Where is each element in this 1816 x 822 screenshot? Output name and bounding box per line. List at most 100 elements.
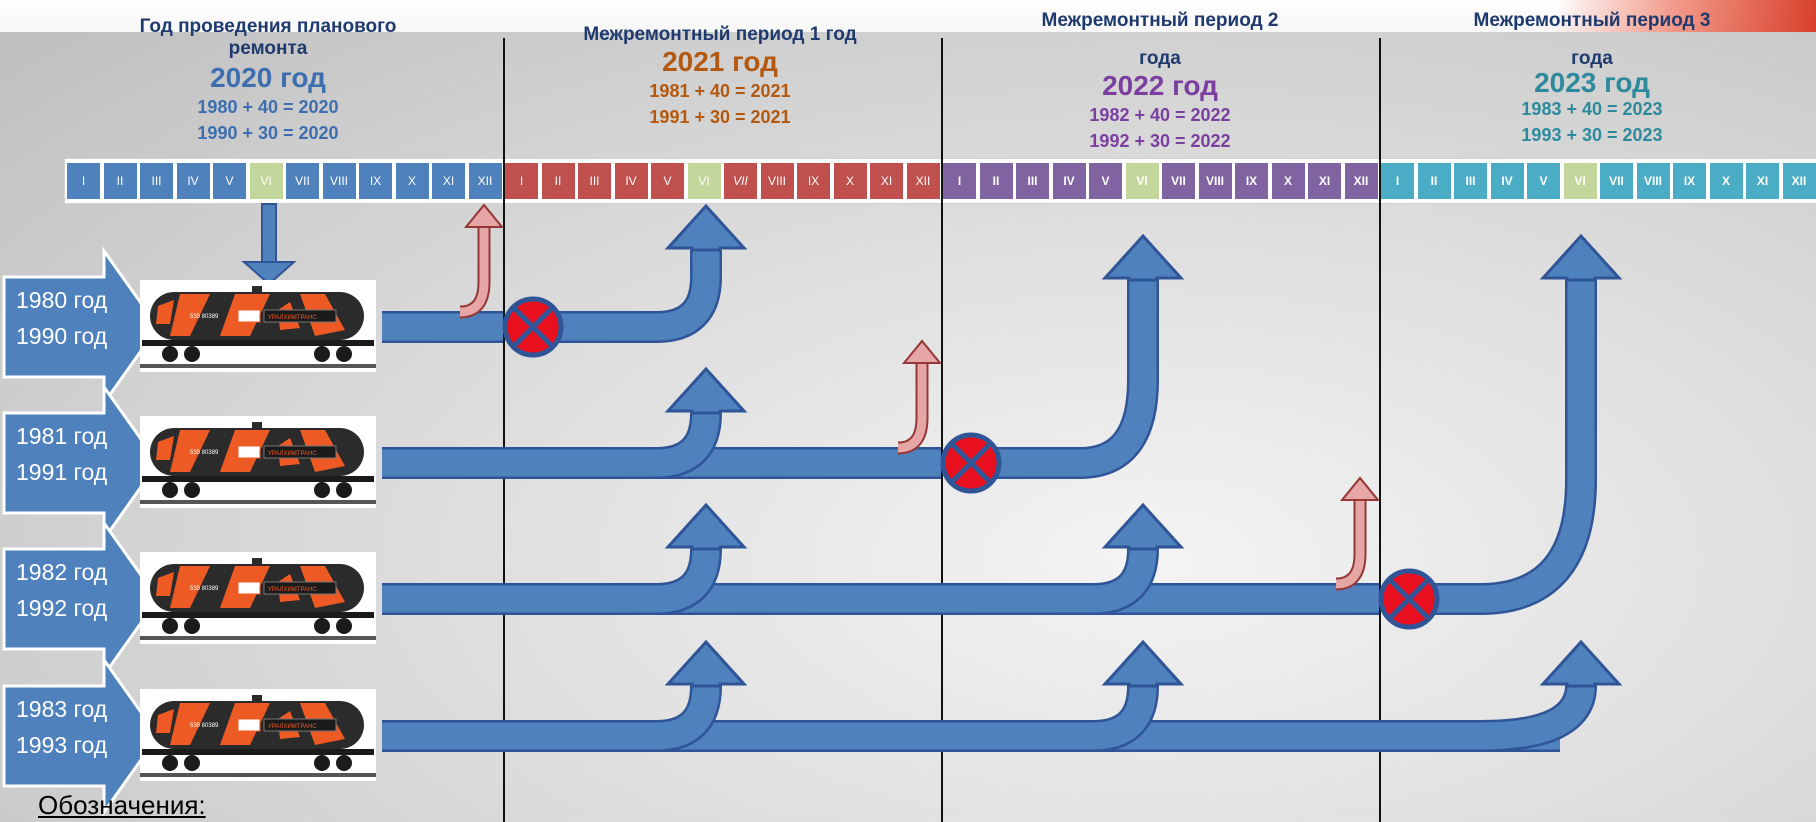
flow-pipe [600,399,720,477]
month-cell: X [1271,163,1305,199]
tank-brand: УРАЛХИМТРАНС [268,587,317,593]
header-formula-2: 1990 + 30 = 2020 [197,123,339,143]
row-arrow [2,246,160,408]
month-cell: IV [1490,163,1524,199]
month-cell: VII [724,163,757,199]
header-year: 2022 год [1102,70,1218,101]
flow-pipe [600,672,720,750]
month-cell: IV [1052,163,1086,199]
header-formula-1: 1982 + 40 = 2022 [1089,105,1231,125]
row-year-2: 1993 год [16,732,108,758]
month-cell: VII [1162,163,1195,199]
month-cell: V [1089,163,1122,199]
month-cell: X [833,163,867,199]
month-cell: X [1709,163,1743,199]
legend-title: Обозначения: [38,790,206,820]
header-2023: Межремонтный период 3 года 2023 год 1983… [1432,10,1752,148]
header-year: 2021 год [662,46,778,77]
month-cell: III [1016,163,1049,199]
month-cell: XII [906,163,940,199]
header-formula-1: 1981 + 40 = 2021 [649,81,791,101]
month-cell: IX [797,163,830,199]
month-cell: X [395,163,429,199]
month-cell: I [1381,163,1414,199]
month-cell: VIII [1636,163,1670,199]
arrow-head [664,502,748,551]
flow-pipe [1479,672,1595,750]
corner-decoration [1556,0,1816,32]
header-title-2: года [1571,48,1613,69]
month-cell: IX [359,163,392,199]
pink-arrow-head [901,339,943,364]
header-title: Межремонтный период 3 [1473,10,1711,31]
tank-brand: УРАЛХИМТРАНС [268,315,317,321]
row-year-1: 1980 год [16,287,108,313]
month-cell: XII [468,163,502,199]
flow-pipe [1409,275,1595,613]
month-cell: II [979,163,1013,199]
header-formula-1: 1983 + 40 = 2023 [1521,99,1663,119]
month-cell: II [103,163,137,199]
month-cell: I [943,163,976,199]
tank-car-image: 539 80389 УРАЛХИМТРАНС [140,416,376,508]
month-cell: VII [1600,163,1633,199]
tank-brand: УРАЛХИМТРАНС [268,724,317,730]
month-cell: VIII [760,163,794,199]
header-2021: Межремонтный период 1 год 2021 год 1981 … [580,24,860,130]
stop-mark-icon [1381,571,1437,627]
month-cell: XI [870,163,903,199]
month-cell: III [578,163,611,199]
flow-pipe [1040,672,1157,750]
month-cell: II [541,163,575,199]
arrow-head [1101,233,1185,282]
month-cell: VI [1125,163,1159,199]
row-year-2: 1991 год [16,459,108,485]
tank-brand: УРАЛХИМТРАНС [268,451,317,457]
header-title-2: года [1139,48,1181,69]
row-year-1: 1981 год [16,423,108,449]
pink-arrow [897,361,927,453]
month-cell: XII [1344,163,1378,199]
arrow-head [664,639,748,688]
header-formula-2: 1992 + 30 = 2022 [1089,131,1231,151]
month-cell: IV [176,163,210,199]
top-band [0,0,1816,32]
header-formula-1: 1980 + 40 = 2020 [197,97,339,117]
period-divider [503,38,505,822]
month-cell: VI [687,163,721,199]
row-year-1: 1982 год [16,559,108,585]
row-arrow [2,518,160,680]
arrow-head [1101,502,1185,551]
pink-arrow [1335,498,1365,589]
tank-number: 539 80389 [190,450,219,456]
row-year-2: 1992 год [16,595,108,621]
pink-arrow-head [1339,476,1381,501]
month-cell: XI [1746,163,1779,199]
header-2022: Межремонтный период 2 года 2022 год 1982… [1000,10,1320,154]
stop-mark-icon [943,435,999,491]
arrow-head [1101,639,1185,688]
header-2020: Год проведения планового ремонта 2020 го… [108,16,428,146]
header-formula-2: 1993 + 30 = 2023 [1521,125,1663,145]
header-title: Межремонтный период 2 [1041,10,1279,31]
month-cell: II [1417,163,1451,199]
arrow-head [1539,639,1623,688]
arrow-head [664,366,748,415]
month-cell: VII [286,163,319,199]
header-formula-2: 1991 + 30 = 2021 [649,107,791,127]
header-year: 2020 год [210,62,326,93]
flow-pipe [1040,535,1157,613]
month-cell: IV [614,163,648,199]
month-cell: VI [249,163,283,199]
month-cell: XI [432,163,465,199]
month-cell: V [651,163,684,199]
flow-pipe [971,275,1157,477]
flow-pipe [600,535,720,613]
month-cell: I [67,163,100,199]
month-cell: I [505,163,538,199]
down-arrow [241,203,297,286]
